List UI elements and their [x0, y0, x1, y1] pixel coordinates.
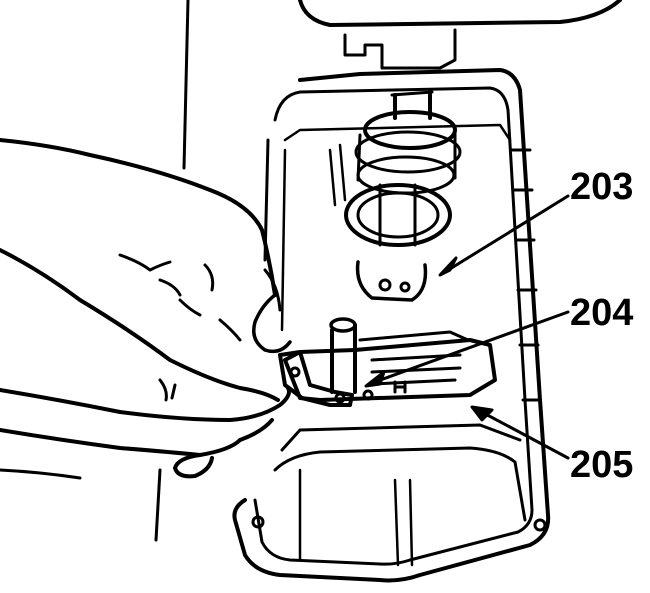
arrowhead-203 — [438, 256, 458, 277]
background-edge-line-lower — [154, 468, 162, 542]
callout-label-205: 205 — [570, 444, 634, 486]
callout-label-203: 203 — [570, 166, 634, 208]
vehicle-housing-top — [298, 0, 622, 70]
callout-label-204: 204 — [570, 292, 634, 334]
leader-line-205 — [476, 408, 570, 460]
filter-post — [329, 317, 357, 394]
leader-line-203 — [443, 194, 570, 274]
strainer-plate — [283, 330, 497, 402]
leader-line-204 — [370, 310, 570, 385]
arrowhead-204 — [364, 370, 386, 388]
arrowhead-205 — [470, 405, 494, 422]
retaining-bracket — [278, 350, 354, 407]
driveshaft — [328, 90, 462, 302]
technician-hand — [0, 138, 292, 480]
background-edge-line — [182, 0, 190, 170]
